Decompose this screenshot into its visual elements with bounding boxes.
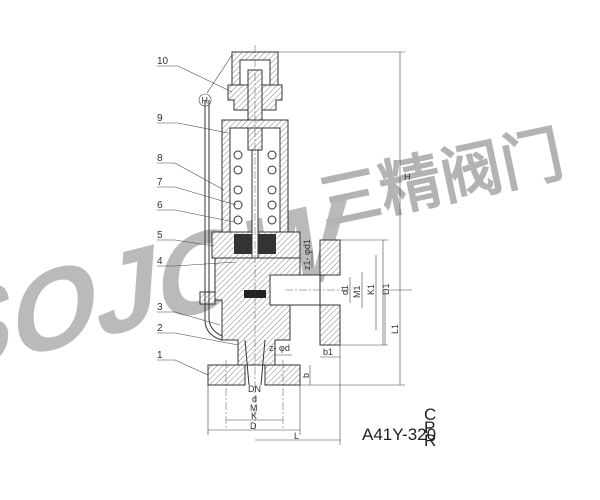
dim-L: L (294, 431, 299, 441)
dimension-labels: H L1 D1 K1 M1 d1 z1- φd1 b1 z- φd b DN d… (248, 172, 411, 441)
spring (233, 150, 277, 225)
part-1: 1 (157, 350, 163, 361)
dim-z-d: z- φd (269, 343, 290, 353)
part-6: 6 (157, 200, 163, 211)
part-9: 9 (157, 113, 163, 124)
model-number: A41Y-320 (362, 425, 436, 444)
dim-D1: D1 (381, 283, 391, 295)
dimension-lines (207, 51, 412, 445)
part-3: 3 (157, 302, 163, 313)
dim-DN: DN (248, 384, 261, 394)
dim-b: b (301, 373, 311, 378)
part-numbers: 10 9 8 7 6 5 4 3 2 1 H (157, 56, 212, 361)
model-label: A41Y-320 C P R (362, 405, 436, 450)
dim-L1: L1 (390, 324, 400, 334)
part-2: 2 (157, 323, 163, 334)
dim-D: D (250, 421, 257, 431)
valve-body (199, 45, 350, 430)
dim-K: K (251, 411, 257, 421)
watermark-chinese: 三精阀门 (313, 120, 570, 239)
part-4: 4 (157, 256, 163, 267)
part-7: 7 (157, 177, 163, 188)
model-suffix-p: P (424, 418, 435, 437)
dim-b1: b1 (323, 347, 333, 357)
dim-H: H (404, 172, 411, 182)
dim-K1: K1 (366, 284, 376, 295)
model-suffix-c: C (424, 405, 436, 424)
dim-z1-d1: z1- φd1 (302, 239, 312, 270)
part-leaders (157, 54, 239, 376)
part-8: 8 (157, 153, 163, 164)
dim-d: d (252, 394, 257, 404)
dim-M1: M1 (352, 285, 362, 298)
dim-M: M (250, 403, 258, 413)
part-5: 5 (157, 230, 163, 241)
dim-d1: d1 (340, 285, 350, 295)
model-suffix-r: R (424, 431, 436, 450)
circle-label: H (202, 96, 209, 106)
part-10: 10 (157, 56, 169, 67)
